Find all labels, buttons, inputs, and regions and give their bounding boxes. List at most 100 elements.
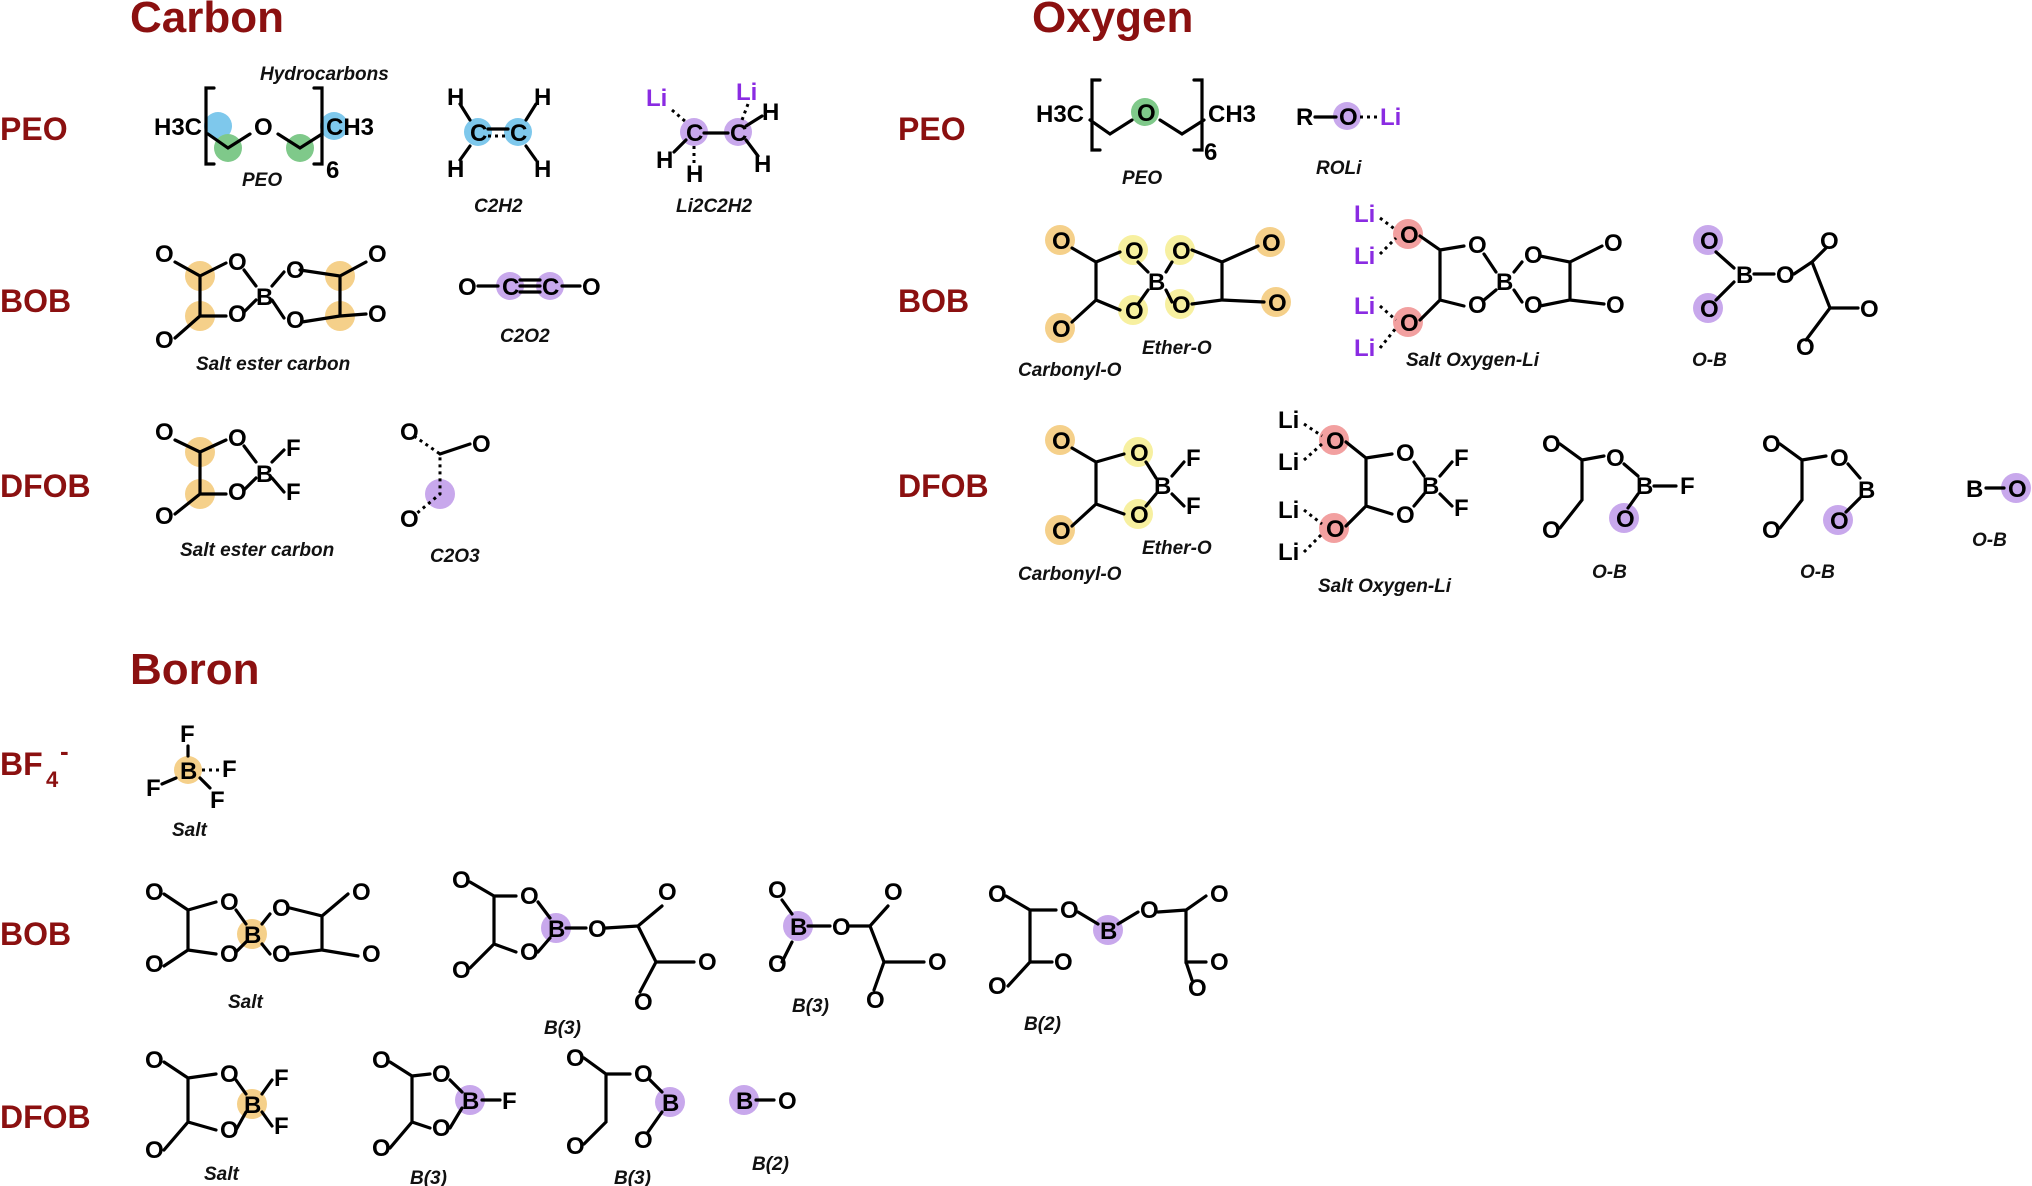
caption-boron-dfob-salt: Salt	[204, 1164, 240, 1185]
svg-text:C: C	[686, 120, 703, 147]
svg-text:H: H	[762, 99, 779, 126]
svg-text:O: O	[1524, 292, 1543, 319]
molecule-boron-dfob-b2: B O	[729, 1085, 797, 1115]
svg-text:O: O	[1052, 518, 1071, 545]
svg-text:O: O	[566, 1045, 585, 1072]
molecule-oxygen-dfob-ob-3: B O	[1966, 473, 2031, 503]
svg-text:O: O	[1172, 292, 1191, 319]
molecule-oxygen-bob-ob: O O B O O O O	[1693, 225, 1879, 361]
caption-oxygen-bob-ether: Ether-O	[1142, 338, 1212, 359]
svg-text:O: O	[1616, 506, 1635, 533]
molecule-oxygen-dfob-ob-2: O O B O O	[1762, 431, 1875, 544]
svg-text:O: O	[472, 431, 491, 458]
row-label-carbon-peo: PEO	[0, 111, 68, 147]
row-label-carbon-dfob: DFOB	[0, 468, 91, 504]
svg-text:B: B	[244, 922, 261, 949]
svg-text:F: F	[1186, 493, 1201, 520]
svg-text:O: O	[400, 419, 419, 446]
svg-text:O: O	[272, 941, 291, 968]
caption-bf4-salt: Salt	[172, 820, 208, 841]
caption-oxygen-bob-carbonyl: Carbonyl-O	[1018, 360, 1122, 381]
svg-text:O: O	[228, 249, 247, 276]
svg-text:O: O	[1762, 517, 1781, 544]
caption-oxygen-peo: PEO	[1122, 168, 1162, 189]
svg-text:O: O	[698, 949, 717, 976]
svg-text:O: O	[286, 257, 305, 284]
svg-text:Li: Li	[1354, 293, 1375, 320]
molecule-roli: R O Li	[1296, 102, 1401, 131]
molecule-boron-bob-b2: O O O O B O O O O	[988, 881, 1229, 1002]
svg-text:O: O	[1210, 881, 1229, 908]
svg-text:H: H	[686, 161, 703, 188]
caption-oxygen-dfob-carbonyl: Carbonyl-O	[1018, 564, 1122, 585]
caption-oxygen-dfob-salt-li: Salt Oxygen-Li	[1318, 576, 1452, 597]
svg-text:CH3: CH3	[326, 114, 374, 141]
svg-text:B: B	[244, 1092, 261, 1119]
row-label-boron-dfob: DFOB	[0, 1099, 91, 1135]
svg-text:O: O	[145, 1137, 164, 1164]
caption-boron-dfob-b2: B(2)	[752, 1154, 789, 1175]
caption-oxygen-dfob-ob-3: O-B	[1972, 530, 2007, 551]
svg-text:O: O	[220, 1061, 239, 1088]
caption-c2h2: C2H2	[474, 196, 523, 217]
caption-carbon-bob-salt-ester: Salt ester carbon	[196, 354, 350, 375]
row-label-oxygen-dfob: DFOB	[898, 468, 989, 504]
caption-roli: ROLi	[1316, 158, 1362, 179]
svg-text:O: O	[832, 914, 851, 941]
caption-boron-bob-b3-2: B(3)	[792, 996, 829, 1017]
row-label-carbon-bob: BOB	[0, 283, 71, 319]
caption-li2c2h2: Li2C2H2	[676, 196, 752, 217]
svg-text:F: F	[146, 775, 161, 802]
svg-text:O: O	[155, 503, 174, 530]
svg-text:O: O	[1542, 431, 1561, 458]
svg-text:O: O	[145, 1047, 164, 1074]
svg-text:F: F	[1454, 495, 1469, 522]
svg-text:B: B	[736, 1088, 753, 1115]
molecule-oxygen-dfob-salt-li: Li Li Li Li O O O O B F F	[1278, 407, 1469, 566]
svg-text:O: O	[155, 419, 174, 446]
svg-text:H: H	[534, 156, 551, 183]
svg-text:-: -	[60, 736, 69, 766]
svg-text:O: O	[778, 1088, 797, 1115]
svg-text:O: O	[1776, 262, 1795, 289]
svg-text:O: O	[928, 949, 947, 976]
svg-text:Li: Li	[1354, 201, 1375, 228]
svg-text:O: O	[452, 867, 471, 894]
svg-text:O: O	[1830, 508, 1849, 535]
svg-text:O: O	[1606, 445, 1625, 472]
svg-text:Li: Li	[736, 79, 757, 106]
svg-text:B: B	[462, 1088, 479, 1115]
svg-text:F: F	[222, 756, 237, 783]
svg-text:O: O	[658, 879, 677, 906]
svg-text:Li: Li	[1278, 407, 1299, 434]
molecule-oxygen-bob-salt: O O O O B O O O O	[1045, 225, 1291, 343]
svg-text:O: O	[1606, 292, 1625, 319]
svg-text:O: O	[1188, 975, 1207, 1002]
svg-text:B: B	[256, 461, 273, 488]
svg-text:O: O	[1860, 296, 1879, 323]
caption-boron-dfob-b3-2: B(3)	[614, 1168, 651, 1186]
svg-text:O: O	[1396, 440, 1415, 467]
svg-text:B: B	[1148, 269, 1165, 296]
svg-text:O: O	[372, 1047, 391, 1074]
svg-text:B: B	[1496, 269, 1513, 296]
svg-text:F: F	[502, 1088, 517, 1115]
svg-text:F: F	[210, 787, 225, 814]
svg-text:B: B	[1736, 262, 1753, 289]
svg-text:O: O	[432, 1061, 451, 1088]
svg-text:O: O	[634, 1061, 653, 1088]
svg-text:O: O	[1796, 334, 1815, 361]
svg-text:O: O	[220, 889, 239, 916]
svg-text:O: O	[1700, 296, 1719, 323]
caption-carbon-peo: PEO	[242, 170, 282, 191]
caption-oxygen-dfob-ob-2: O-B	[1800, 562, 1835, 583]
svg-text:O: O	[768, 877, 787, 904]
svg-text:BF: BF	[0, 746, 43, 782]
svg-text:O: O	[228, 301, 247, 328]
svg-text:Li: Li	[1278, 449, 1299, 476]
svg-text:O: O	[1130, 440, 1149, 467]
molecule-bf4: B F F F F	[146, 721, 237, 814]
svg-text:O: O	[634, 989, 653, 1016]
caption-carbon-dfob-salt-ester: Salt ester carbon	[180, 540, 334, 561]
svg-text:4: 4	[46, 767, 59, 792]
